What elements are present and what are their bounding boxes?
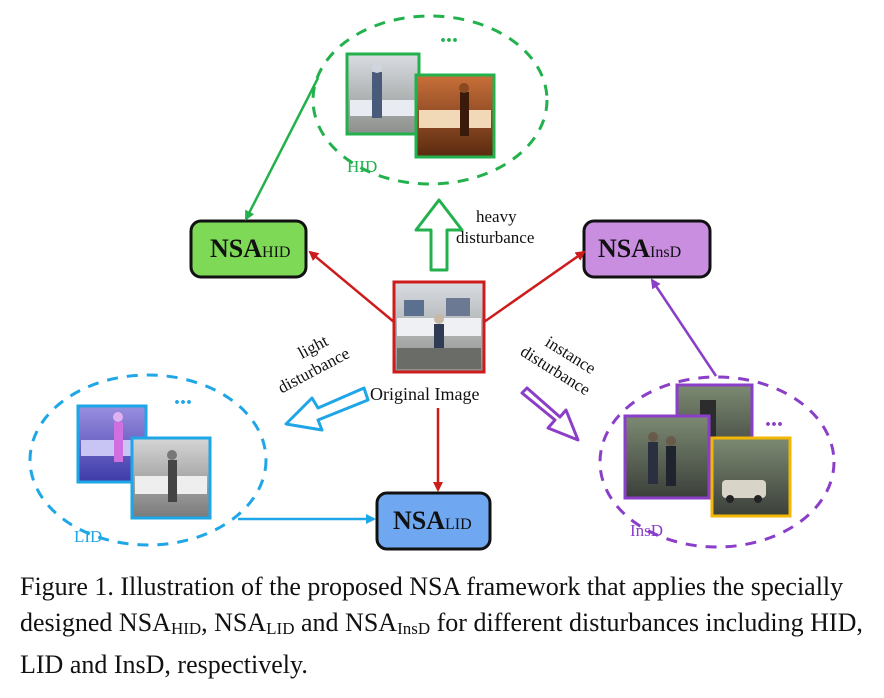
caption-nsa-2: NSA xyxy=(214,608,267,637)
insd-thumbnail-left xyxy=(623,414,711,500)
nsa-insd-box: NSAInsD xyxy=(582,219,712,279)
svg-text:instance disturbance: instance disturbance xyxy=(517,324,605,399)
arrow-original-to-nsa-insd xyxy=(483,250,586,324)
heavy-label-line1: heavy xyxy=(476,207,517,226)
lid-ellipse xyxy=(28,373,268,547)
nsa-lid-main: NSA xyxy=(393,506,445,535)
insd-ellipsis: ... xyxy=(765,406,783,432)
caption-sub-hid: HID xyxy=(170,619,202,638)
lid-ellipsis: ... xyxy=(174,384,192,410)
svg-text:light disturbance: light disturbance xyxy=(265,325,353,397)
svg-text:NSAInsD: NSAInsD xyxy=(598,234,681,263)
arrow-hid-to-nsa xyxy=(244,77,320,221)
insd-label: InsD xyxy=(630,521,663,540)
nsa-insd-sub: InsD xyxy=(650,244,681,261)
caption-sub-insd: InsD xyxy=(397,619,431,638)
hid-thumbnail-back xyxy=(345,52,421,136)
lid-thumbnail-front xyxy=(130,436,212,520)
light-disturbance-arrow xyxy=(284,386,370,432)
hid-ellipse xyxy=(311,14,549,186)
framework-diagram: ... HID ... LID ... InsD xyxy=(28,14,836,551)
instance-disturbance-arrow xyxy=(520,386,580,442)
lid-label: LID xyxy=(74,527,102,546)
caption-nsa-1: NSA xyxy=(118,608,171,637)
insd-thumbnail-right xyxy=(710,436,792,518)
arrow-original-to-nsa-hid xyxy=(308,250,395,323)
caption-sub-lid: LID xyxy=(266,619,295,638)
nsa-hid-box: NSAHID xyxy=(189,219,308,279)
arrow-insd-to-nsa xyxy=(650,278,718,377)
svg-text:NSALID: NSALID xyxy=(393,506,472,535)
hid-thumbnail-front xyxy=(414,73,496,159)
figure-caption: Figure 1. Illustration of the proposed N… xyxy=(20,569,870,683)
original-image-label: Original Image xyxy=(370,384,479,404)
nsa-lid-box: NSALID xyxy=(375,491,492,551)
caption-nsa-3: NSA xyxy=(345,608,398,637)
nsa-insd-main: NSA xyxy=(598,234,650,263)
insd-ellipse xyxy=(598,375,836,549)
caption-sep-1: , xyxy=(201,608,215,637)
caption-prefix: Figure 1. Illustration of the proposed N… xyxy=(20,572,844,637)
hid-label: HID xyxy=(347,157,377,176)
nsa-lid-sub: LID xyxy=(445,516,472,533)
heavy-label-line2: disturbance xyxy=(456,228,534,247)
hid-ellipsis: ... xyxy=(440,22,458,48)
caption-suffix: for different disturbances including HID… xyxy=(20,608,863,679)
caption-sep-2: and xyxy=(294,608,346,637)
original-image xyxy=(392,280,486,374)
nsa-hid-sub: HID xyxy=(262,244,290,261)
heavy-disturbance-arrow xyxy=(414,198,464,272)
svg-text:NSAHID: NSAHID xyxy=(210,234,290,263)
svg-text:heavy disturbance: heavy disturbance xyxy=(456,207,534,247)
nsa-hid-main: NSA xyxy=(210,234,262,263)
